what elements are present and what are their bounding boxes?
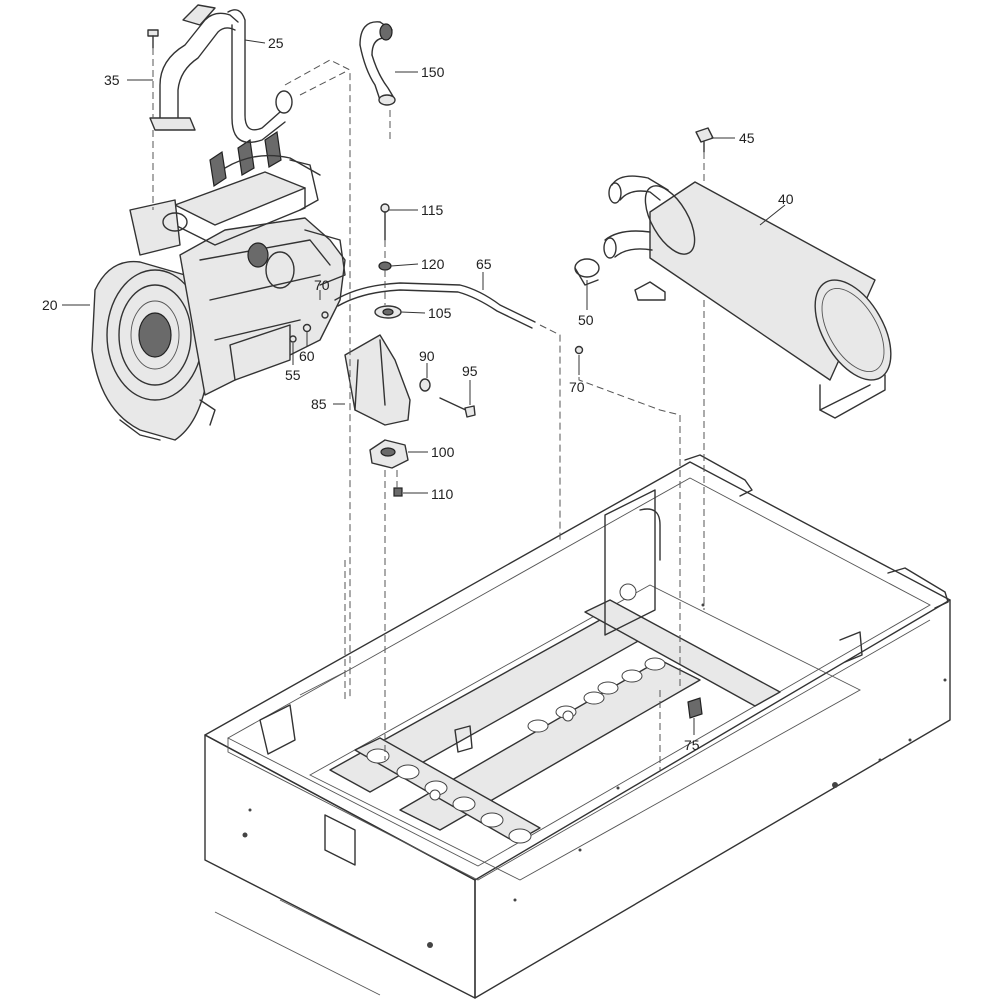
label-part-25: 25 (268, 35, 284, 51)
label-part-70-right: 70 (569, 379, 585, 395)
label-part-90: 90 (419, 348, 435, 364)
label-part-20: 20 (42, 297, 58, 313)
base-frame (204, 454, 951, 999)
intake-pipe (149, 4, 293, 144)
label-part-100: 100 (431, 444, 455, 460)
label-part-110: 110 (431, 486, 454, 502)
label-part-35: 35 (104, 72, 120, 88)
muffler (603, 175, 892, 419)
hose (359, 21, 396, 106)
engine (91, 130, 346, 441)
label-part-85: 85 (311, 396, 327, 412)
label-part-95: 95 (462, 363, 478, 379)
assembly-guide-lines (152, 48, 705, 770)
front-face-dots (242, 603, 947, 948)
label-part-55: 55 (285, 367, 301, 383)
dipstick-tube (334, 282, 536, 329)
label-part-150: 150 (421, 64, 445, 80)
fasteners (147, 29, 714, 719)
label-part-70-left: 70 (314, 277, 330, 293)
label-part-105: 105 (428, 305, 452, 321)
label-part-60: 60 (299, 348, 315, 364)
label-part-120: 120 (421, 256, 445, 272)
label-part-115: 115 (421, 202, 444, 218)
label-part-40: 40 (778, 191, 794, 207)
label-part-50: 50 (578, 312, 594, 328)
label-part-45: 45 (739, 130, 755, 146)
label-part-75: 75 (684, 737, 700, 753)
part-labels: 20 25 35 150 45 40 115 120 65 105 70 60 … (42, 35, 794, 753)
label-part-65: 65 (476, 256, 492, 272)
frame-holes (366, 657, 666, 844)
leader-lines (62, 39, 786, 735)
